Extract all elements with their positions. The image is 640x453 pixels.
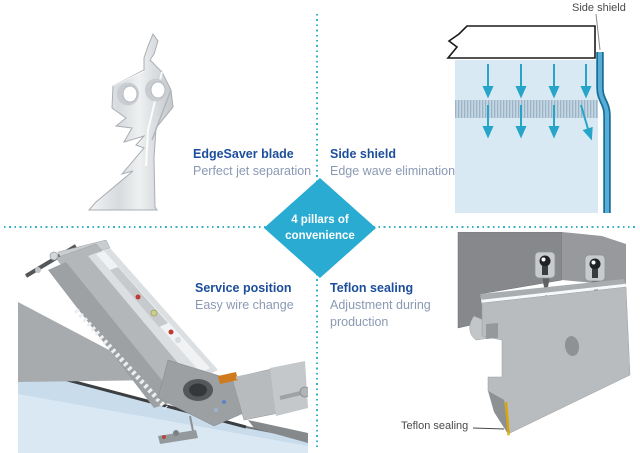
edgesaver-blade-image <box>60 8 200 220</box>
teflon-leader-line <box>472 427 505 430</box>
side-shield-leader-line <box>595 13 601 51</box>
blade-holes <box>117 78 167 106</box>
side-shield-annotation-label: Side shield <box>572 2 626 14</box>
pillar-title: Service position <box>195 281 292 295</box>
service-arm-assembly <box>24 239 218 410</box>
turbulence-band <box>455 100 598 118</box>
edgesaver-blade-render <box>87 32 174 211</box>
diamond-line-1: 4 pillars of <box>291 214 349 226</box>
side-shield-diagram <box>440 0 640 230</box>
right-bracket <box>214 361 311 443</box>
jet-area <box>455 60 598 213</box>
side-shield-schematic <box>446 13 611 213</box>
teflon-seal-strip <box>504 401 510 436</box>
center-diamond-text: 4 pillars of convenience <box>285 212 355 244</box>
service-position-render <box>17 239 311 453</box>
pillar-subtitle: Edge wave elimination <box>330 164 456 178</box>
diamond-line-2: convenience <box>285 230 355 242</box>
pillar-caption-side-shield: Side shield Edge wave elimination <box>330 146 455 180</box>
teflon-sealing-render <box>457 231 631 436</box>
teflon-sealing-annotation-label: Teflon sealing <box>401 420 469 432</box>
service-position-image <box>17 239 311 453</box>
pillar-title: Teflon sealing <box>330 281 414 295</box>
pillar-caption-edgesaver-blade: EdgeSaver blade Perfect jet separation <box>193 146 311 180</box>
sealing-block <box>469 279 631 435</box>
jet-arrows-upper <box>482 64 592 99</box>
lower-housing <box>157 359 247 427</box>
pillar-caption-service-position: Service position Easy wire change <box>195 280 294 314</box>
pillar-title: EdgeSaver blade <box>193 147 294 161</box>
pillar-title: Side shield <box>330 147 396 161</box>
jet-arrows-lower <box>482 104 593 141</box>
pillar-caption-teflon-sealing: Teflon sealing Adjustment during product… <box>330 280 450 331</box>
pillar-subtitle: Perfect jet separation <box>193 164 312 178</box>
pillar-subtitle: Adjustment during production <box>330 298 431 329</box>
pillar-subtitle: Easy wire change <box>195 298 294 312</box>
fabric-clamp-detail <box>158 415 198 444</box>
side-shield-bar <box>596 52 611 213</box>
blade-silhouette <box>87 32 174 211</box>
teflon-sealing-image <box>450 231 640 453</box>
headbox-shape <box>446 25 596 59</box>
